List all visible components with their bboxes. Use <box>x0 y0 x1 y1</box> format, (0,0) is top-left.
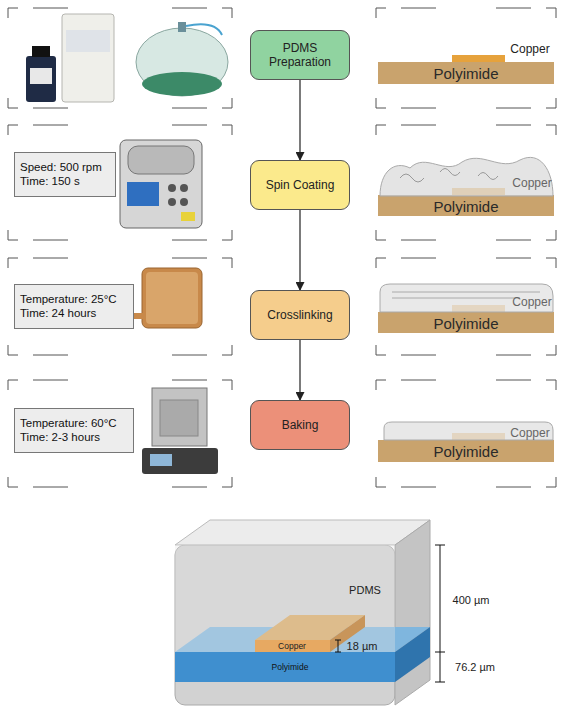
step-label: PDMS Preparation <box>257 41 343 70</box>
cross-section-3 <box>378 284 554 333</box>
layer-label: PDMS <box>349 585 381 596</box>
process-box: Spin Coating <box>250 160 350 210</box>
process-box: Crosslinking <box>250 290 350 340</box>
oven-photo <box>160 400 198 436</box>
cross-section-4 <box>384 422 553 440</box>
layer-3d-model <box>175 652 395 682</box>
chemicals-photo <box>62 14 114 102</box>
sample-photo <box>134 268 202 328</box>
parameter-box: Speed: 500 rpm Time: 150 s <box>14 152 116 197</box>
layer-label: Copper <box>510 43 549 55</box>
layer-3d-model <box>175 520 430 705</box>
cross-section-3 <box>378 312 554 333</box>
cross-section-4 <box>378 422 554 462</box>
spin-coater-photo <box>128 146 194 174</box>
step-label: Spin Coating <box>266 178 335 192</box>
parameter-text: Temperature: 25°C Time: 24 hours <box>20 292 128 321</box>
desiccator-photo <box>142 72 222 96</box>
layer-label: Polyimide <box>433 444 498 459</box>
spin-coater-photo <box>120 140 202 228</box>
chemicals-photo <box>26 14 114 102</box>
spin-coater-photo <box>180 184 188 192</box>
oven-photo <box>142 388 218 474</box>
dimension-label: 18 µm <box>347 641 378 652</box>
dimension-line <box>335 640 341 652</box>
chemicals-photo <box>30 68 52 84</box>
spin-coater-photo <box>168 198 176 206</box>
spin-coater-photo <box>181 212 195 221</box>
spin-coater-photo <box>168 184 176 192</box>
layer-label: Polyimide <box>433 66 498 81</box>
panel-bracket <box>8 8 556 487</box>
spin-coater-photo <box>127 182 159 206</box>
sample-photo <box>142 268 202 328</box>
cross-section-1 <box>452 55 505 62</box>
layer-3d-model <box>175 545 395 705</box>
layer-label: Copper <box>512 177 551 189</box>
cross-section-3 <box>380 284 553 312</box>
dimension-line <box>435 545 445 682</box>
desiccator-photo <box>186 24 222 35</box>
cross-section-1 <box>378 62 554 84</box>
parameter-text: Temperature: 60°C Time: 2-3 hours <box>20 416 128 445</box>
layer-3d-model <box>175 520 430 545</box>
dimension-label: 400 µm <box>453 595 490 606</box>
layer-3d-model <box>175 545 395 652</box>
desiccator-photo <box>178 22 186 32</box>
chemicals-photo <box>32 46 50 57</box>
oven-photo <box>150 454 172 466</box>
chemicals-photo <box>66 30 110 52</box>
sample-photo <box>134 313 144 319</box>
layer-label: Copper <box>512 296 551 308</box>
layer-label: Copper <box>278 642 306 651</box>
oven-photo <box>142 448 218 474</box>
dimension-line <box>335 545 445 682</box>
cross-section-2 <box>380 157 553 196</box>
layer-3d-model <box>395 627 430 682</box>
dimension-label: 76.2 µm <box>455 662 495 673</box>
flow-arrow <box>299 210 300 290</box>
oven-photo <box>152 388 207 446</box>
spin-coater-photo <box>120 140 202 228</box>
process-box: PDMS Preparation <box>250 30 350 80</box>
step-label: Crosslinking <box>267 308 332 322</box>
parameter-box: Temperature: 60°C Time: 2-3 hours <box>14 408 134 453</box>
cross-section-2 <box>400 169 498 183</box>
cross-section-2 <box>378 157 554 216</box>
panel-bracket <box>8 8 556 487</box>
layer-label: Polyimide <box>272 663 309 672</box>
flow-arrow <box>299 80 300 160</box>
step-label: Baking <box>282 418 319 432</box>
sample-photo <box>146 272 198 324</box>
parameter-text: Speed: 500 rpm Time: 150 s <box>20 160 110 189</box>
cross-section-2 <box>378 195 554 216</box>
desiccator-photo <box>136 22 228 96</box>
layer-label: Polyimide <box>433 316 498 331</box>
process-box: Baking <box>250 400 350 450</box>
parameter-box: Temperature: 25°C Time: 24 hours <box>14 284 134 329</box>
layer-3d-model <box>395 520 430 705</box>
layer-label: Copper <box>510 427 549 439</box>
cross-section-4 <box>378 440 554 462</box>
chemicals-photo <box>26 56 56 102</box>
layer-label: Polyimide <box>433 199 498 214</box>
spin-coater-photo <box>180 198 188 206</box>
desiccator-photo <box>136 28 228 96</box>
cross-section-1 <box>378 55 554 84</box>
flow-arrow <box>299 340 300 400</box>
